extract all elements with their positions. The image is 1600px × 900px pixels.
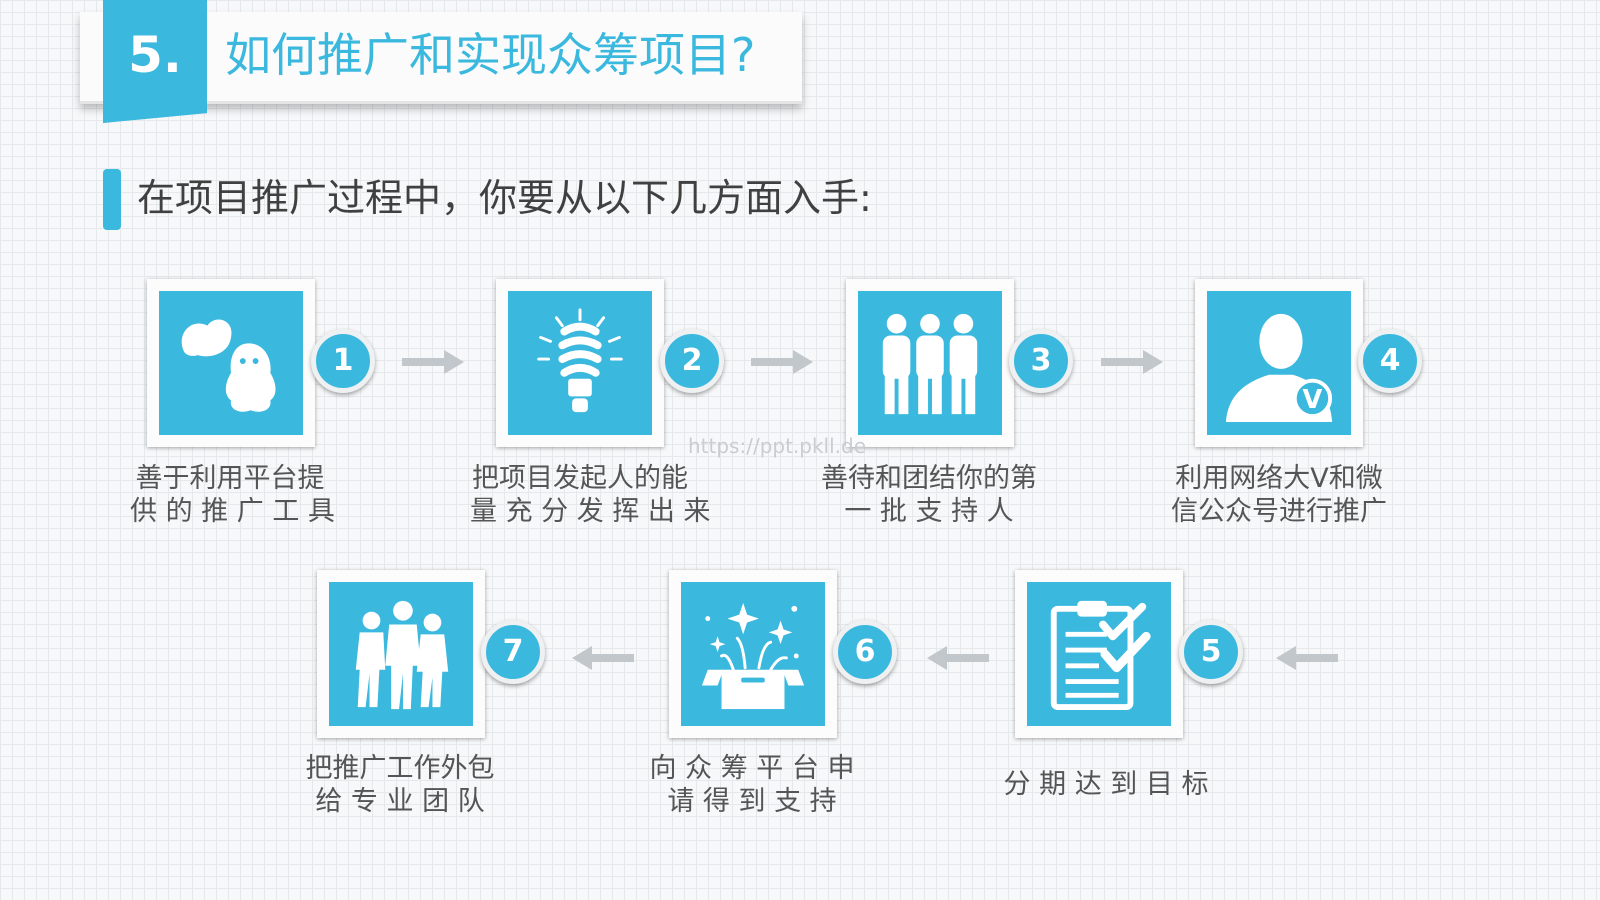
step-5-badge: 5 [1179, 620, 1243, 684]
clipboard-check-icon [1050, 600, 1151, 711]
arrow-left-icon [572, 646, 634, 670]
step-2-card [496, 279, 664, 447]
step-5-label: 分 期 达 到 目 标 [1003, 769, 1209, 800]
three-people-icon [882, 313, 978, 415]
section-number-tab [103, 0, 207, 123]
subtitle-accent-bar [103, 169, 121, 230]
step-3-card [846, 279, 1014, 447]
step-2-badge: 2 [660, 329, 724, 393]
qq-tools-icon [181, 319, 276, 412]
arrow-left-icon [1276, 646, 1338, 670]
page-title: 如何推广和实现众筹项目? [225, 28, 756, 82]
step-7-card [317, 570, 485, 738]
arrow-left-icon [927, 646, 989, 670]
watermark: https://ppt.pkll.de [688, 434, 867, 458]
step-2-label: 把项目发起人的能量 充 分 发 挥 出 来 [470, 463, 711, 527]
section-number: 5. [128, 26, 182, 84]
step-4-badge: 4 [1358, 329, 1422, 393]
step-1-badge: 1 [311, 329, 375, 393]
subtitle: 在项目推广过程中，你要从以下几方面入手: [137, 176, 872, 220]
step-1-card [147, 279, 315, 447]
arrow-right-icon [751, 350, 813, 374]
step-3-badge: 3 [1009, 329, 1073, 393]
gift-box-stars-icon [701, 602, 805, 710]
arrow-right-icon [402, 350, 464, 374]
svg-text:V: V [1303, 385, 1323, 415]
step-6-label: 向 众 筹 平 台 申请 得 到 支 持 [649, 753, 855, 817]
step-6-card [669, 570, 837, 738]
team-people-icon [355, 600, 449, 710]
verified-user-icon: V [1225, 313, 1333, 422]
step-3-label: 善待和团结你的第一 批 支 持 人 [821, 463, 1037, 527]
lightbulb-icon [537, 308, 623, 413]
step-5-card [1015, 570, 1183, 738]
step-7-label: 把推广工作外包给 专 业 团 队 [305, 753, 495, 817]
step-6-badge: 6 [833, 620, 897, 684]
arrow-right-icon [1101, 350, 1163, 374]
step-1-label: 善于利用平台提供 的 推 广 工 具 [130, 463, 335, 527]
step-4-card: V [1195, 279, 1363, 447]
step-4-label: 利用网络大V和微信公众号进行推广 [1171, 463, 1387, 527]
step-7-badge: 7 [481, 620, 545, 684]
